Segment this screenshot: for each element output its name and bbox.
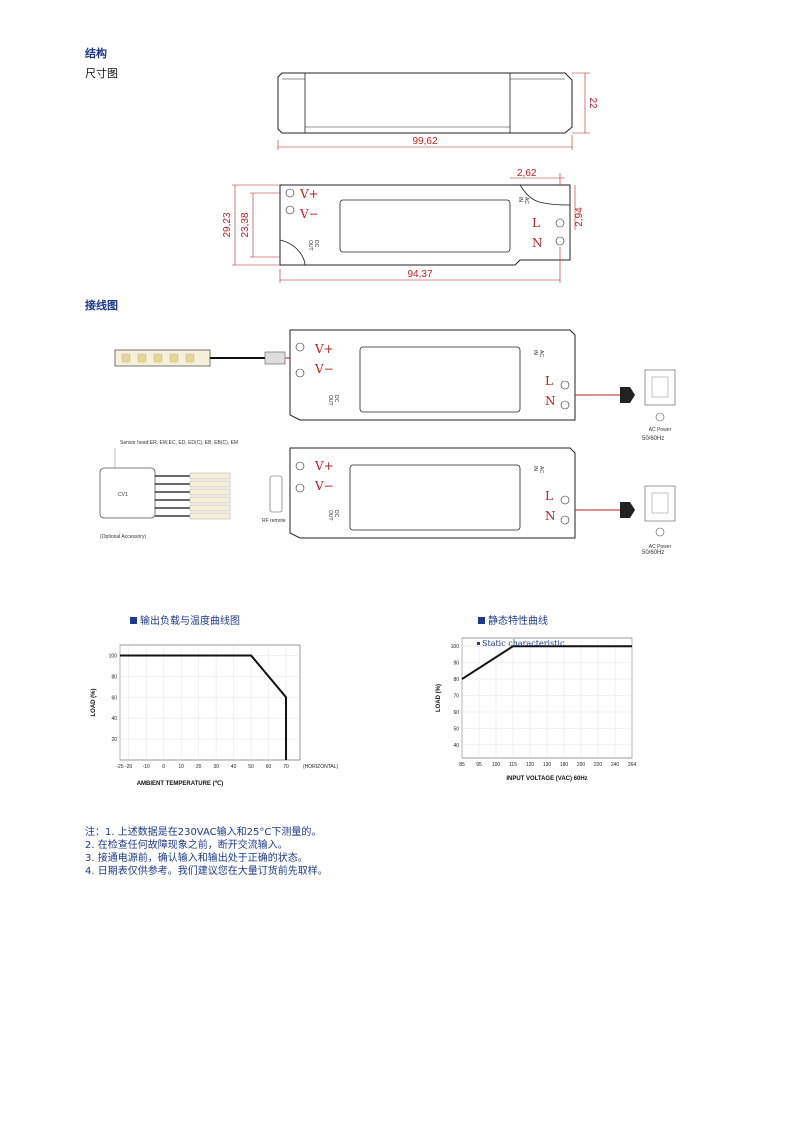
dim-mount-distance: 94,37 — [407, 269, 432, 280]
label-ac-w1: AC — [538, 350, 544, 357]
term-l-w2: L — [545, 489, 553, 503]
section-title-wiring: 接线图 — [85, 299, 118, 312]
x-tick-label: 10 — [178, 764, 184, 770]
y-tick-label: 80 — [111, 674, 117, 680]
y-tick-label: 80 — [453, 677, 459, 683]
label-in-w1: IN — [532, 350, 538, 355]
sensor-head-label: Sensor head:ER, EW,EC, ED, ED(C), EB, EB… — [120, 440, 238, 446]
note-4: 4. 日期表仅供参考。我们建议您在大量订货前先取样。 — [85, 866, 328, 877]
x-tick-label: 95 — [476, 762, 482, 768]
side-view-drawing: 99,62 22 — [277, 72, 598, 150]
term-n-w2: N — [545, 509, 556, 523]
label-in-top: IN — [517, 197, 523, 202]
x-tick-label: 220 — [594, 762, 603, 768]
term-n-top: N — [532, 236, 543, 250]
x-tick-label: 20 — [196, 764, 202, 770]
term-v-plus-w1: V+ — [314, 342, 334, 356]
x-tick-label: -25 — [116, 764, 123, 770]
dim-offset: 2,62 — [517, 168, 537, 179]
label-dc-w2: DC — [333, 510, 339, 518]
notes-block: 注：1. 上述数据是在230VAC输入和25°C下测量的。 2. 在检查任何故障… — [85, 826, 328, 878]
dim-length: 99,62 — [412, 136, 437, 147]
term-v-plus-top: V+ — [299, 187, 319, 201]
top-view-drawing: V+ V− L N DC OUT AC IN 29,23 23,38 2,62 … — [222, 168, 585, 283]
label-out-w1: OUT — [327, 395, 333, 406]
y-tick-label: 20 — [111, 737, 117, 743]
label-out-top: OUT — [307, 240, 313, 251]
x-tick-label: 0 — [162, 764, 165, 770]
derating-chart-title: 输出负载与温度曲线图 — [130, 612, 240, 627]
label-in-w2: IN — [532, 466, 538, 471]
x-extra-label: (HORIZONTAL) — [303, 764, 339, 770]
y-tick-label: 90 — [453, 661, 459, 667]
optional-accessory-label: (Optional Accessory) — [100, 534, 146, 540]
static-chart: 85 95 100 115 120 130 180 200 220 240 264 100 90 80 70… — [436, 637, 637, 782]
series-line — [461, 645, 632, 680]
x-tick-label: -20 — [125, 764, 132, 770]
term-v-minus-top: V− — [299, 207, 319, 221]
wiring-diagram-1: V+ V− L N DC OUT AC IN AC Power — [114, 329, 676, 433]
y-tick-label: 60 — [453, 710, 459, 716]
static-chart-title: 静态特性曲线 — [478, 612, 548, 627]
term-n-w1: N — [545, 394, 556, 408]
label-out-w2: OUT — [327, 510, 333, 521]
x-axis-label: INPUT VOLTAGE (VAC) 60Hz — [506, 776, 587, 782]
dim-hole: 2,94 — [574, 207, 585, 227]
derating-chart: -25-20 -10 0 10 20 30 40 50 60 70 (HORIZONTAL) 100 8… — [91, 644, 339, 787]
note-1: 注：1. 上述数据是在230VAC输入和25°C下测量的。 — [85, 827, 322, 838]
y-tick-label: 100 — [451, 644, 460, 650]
note-2: 2. 在检查任何故障现象之前，断开交流输入。 — [85, 840, 288, 851]
x-tick-label: 264 — [628, 762, 637, 768]
y-tick-label: 50 — [453, 726, 459, 732]
cv-label: CV1 — [118, 492, 128, 498]
y-tick-label: 70 — [453, 694, 459, 700]
freq-label-w2: 50/60Hz — [642, 550, 665, 556]
x-tick-label: 50 — [248, 764, 254, 770]
ac-power-label-w1: AC Power — [649, 427, 672, 433]
x-tick-label: 130 — [543, 762, 552, 768]
term-v-plus-w2: V+ — [314, 459, 334, 473]
dim-height: 22 — [587, 97, 598, 109]
y-axis-label: LOAD (%) — [436, 684, 442, 712]
label-dc-w1: DC — [333, 395, 339, 403]
x-tick-label: 70 — [283, 764, 289, 770]
label-ac-w2: AC — [538, 466, 544, 473]
x-tick-label: 85 — [459, 762, 465, 768]
label-ac-top: AC — [523, 197, 529, 204]
x-tick-label: 115 — [509, 762, 517, 768]
rf-remote-label: RF remote — [262, 518, 286, 524]
x-tick-label: 120 — [526, 762, 535, 768]
inner-title-marker — [477, 642, 480, 645]
x-tick-label: 60 — [266, 764, 272, 770]
term-l-w1: L — [545, 374, 553, 388]
dim-width-inner: 23,38 — [240, 212, 251, 237]
x-tick-label: 30 — [213, 764, 219, 770]
series-line — [120, 654, 288, 760]
x-tick-label: -10 — [143, 764, 150, 770]
ac-power-label-w2: AC Power — [649, 544, 672, 550]
section-title-dimensions: 尺寸图 — [85, 67, 118, 80]
x-tick-label: 200 — [577, 762, 586, 768]
term-v-minus-w1: V− — [314, 362, 334, 376]
wiring-diagram-2: Sensor head:ER, EW,EC, ED, ED(C), EB, EB… — [99, 440, 676, 550]
x-tick-label: 100 — [492, 762, 501, 768]
x-axis-label: AMBIENT TEMPERATURE (℃) — [137, 780, 224, 787]
y-axis-label: LOAD (%) — [91, 689, 97, 717]
y-tick-label: 60 — [111, 695, 117, 701]
section-title-structure: 结构 — [85, 47, 107, 60]
x-tick-label: 240 — [611, 762, 620, 768]
dim-width-outer: 29,23 — [222, 212, 233, 237]
freq-label-w1: 50/60Hz — [642, 436, 665, 442]
inner-chart-title: Static characteristic — [482, 639, 565, 648]
y-tick-label: 40 — [453, 743, 459, 749]
x-tick-label: 40 — [231, 764, 237, 770]
term-v-minus-w2: V− — [314, 479, 334, 493]
x-tick-label: 180 — [560, 762, 569, 768]
plot-frame — [119, 644, 301, 761]
y-tick-label: 40 — [111, 716, 117, 722]
y-tick-label: 100 — [109, 653, 118, 659]
label-dc-top: DC — [313, 240, 319, 248]
note-3: 3. 接通电源前，确认输入和输出处于正确的状态。 — [85, 853, 308, 864]
term-l-top: L — [532, 216, 540, 230]
